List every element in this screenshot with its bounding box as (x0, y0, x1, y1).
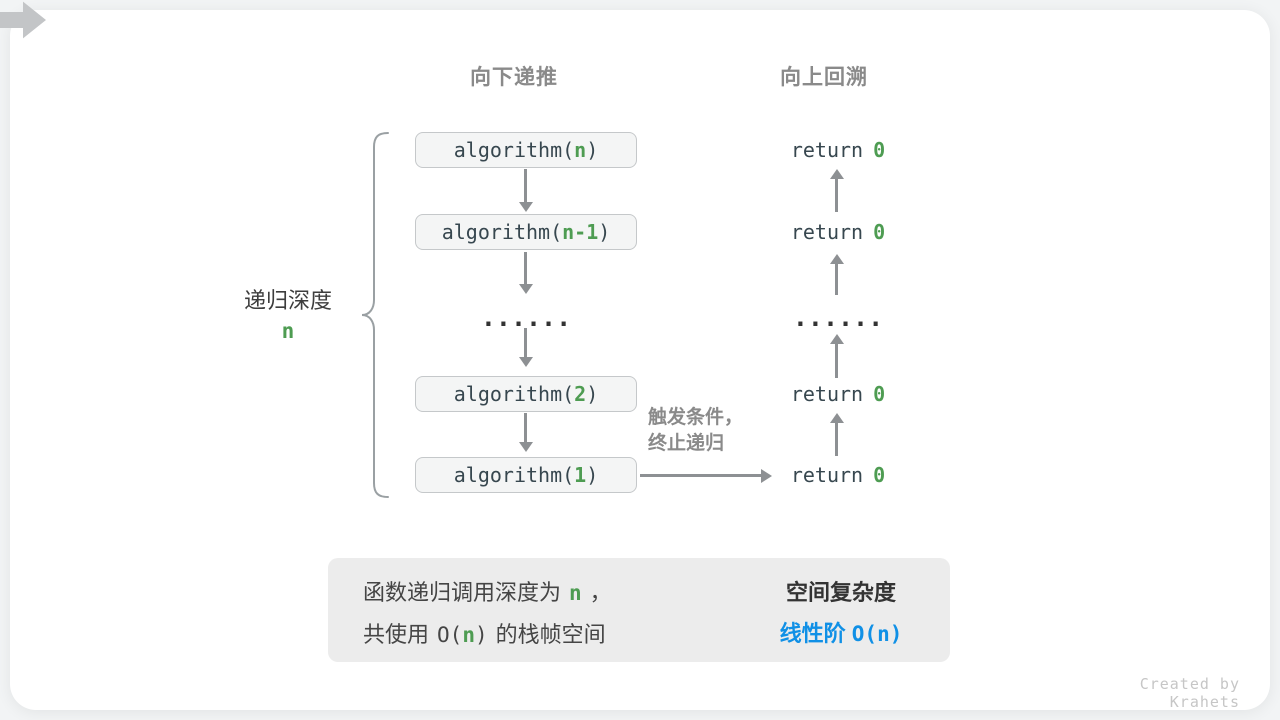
up-arrow-icon (829, 334, 844, 378)
summary-text: 的栈帧空间 (495, 622, 606, 647)
return-keyword: return (790, 138, 864, 162)
ellipsis-right: ...... (792, 303, 884, 332)
summary-text: 函数递归调用深度为 (363, 580, 562, 605)
base-case-note-line2: 终止递归 (648, 433, 725, 454)
down-arrow-icon (518, 252, 533, 294)
call-text: algorithm( (453, 382, 575, 406)
summary-text: 共使用 (363, 622, 430, 647)
return-value: 0 (873, 220, 886, 244)
return-statement: return 0 (760, 463, 916, 487)
call-text: algorithm( (453, 138, 575, 162)
return-keyword: return (790, 463, 864, 487)
base-case-arrow-icon (640, 468, 772, 483)
summary-conclusion: 空间复杂度 线性阶 O(n) (757, 572, 925, 655)
depth-label: 递归深度 (243, 288, 332, 313)
big-o-close: ) (474, 623, 488, 647)
summary-conclusion-value: 线性阶 O(n) (757, 613, 925, 655)
call-arg: n (574, 138, 587, 162)
down-arrow-icon (518, 413, 533, 452)
call-arg: n-1 (562, 220, 599, 244)
call-box-n-1: algorithm(n-1) (415, 214, 637, 250)
return-keyword: return (790, 220, 864, 244)
return-value: 0 (873, 382, 886, 406)
summary-conclusion-title: 空间复杂度 (785, 580, 896, 605)
big-o-notation: O(n) (437, 622, 488, 647)
complexity-class-label: 线性阶 (779, 621, 846, 646)
watermark: Created by Krahets (1139, 675, 1240, 711)
down-arrow-icon (518, 328, 533, 367)
ellipsis-left: ...... (480, 303, 572, 332)
call-arg: 2 (574, 382, 587, 406)
phase-label-upward: 向上回溯 (780, 66, 868, 89)
depth-brace-icon (361, 132, 389, 498)
base-case-note-line1: 触发条件， (648, 407, 744, 428)
return-statement: return 0 (760, 220, 916, 244)
base-case-note: 触发条件， 终止递归 (648, 405, 768, 457)
down-arrow-icon (518, 169, 533, 212)
complexity-notation: O(n) (851, 622, 903, 646)
call-close: ) (586, 138, 599, 162)
call-text: algorithm( (453, 463, 575, 487)
call-box-1: algorithm(1) (415, 457, 637, 493)
big-o-var: n (462, 623, 475, 647)
summary-text: ， (589, 580, 612, 605)
call-close: ) (586, 463, 599, 487)
call-text: algorithm( (441, 220, 563, 244)
return-statement: return 0 (760, 382, 916, 406)
summary-description-line1: 函数递归调用深度为 n ， (363, 572, 612, 614)
return-keyword: return (790, 382, 864, 406)
return-value: 0 (873, 463, 886, 487)
depth-value: n (281, 319, 295, 343)
big-o-open: O( (437, 623, 463, 647)
return-statement: return 0 (760, 138, 916, 162)
up-arrow-icon (829, 413, 844, 456)
return-value: 0 (873, 138, 886, 162)
call-arg: 1 (574, 463, 587, 487)
summary-var: n (569, 581, 582, 605)
call-box-n: algorithm(n) (415, 132, 637, 168)
up-arrow-icon (829, 254, 844, 295)
up-arrow-icon (829, 169, 844, 212)
call-close: ) (586, 382, 599, 406)
call-box-2: algorithm(2) (415, 376, 637, 412)
call-close: ) (598, 220, 611, 244)
summary-panel (328, 558, 950, 662)
phase-label-downward: 向下递推 (470, 66, 558, 89)
summary-description-line2: 共使用 O(n) 的栈帧空间 (363, 614, 612, 656)
